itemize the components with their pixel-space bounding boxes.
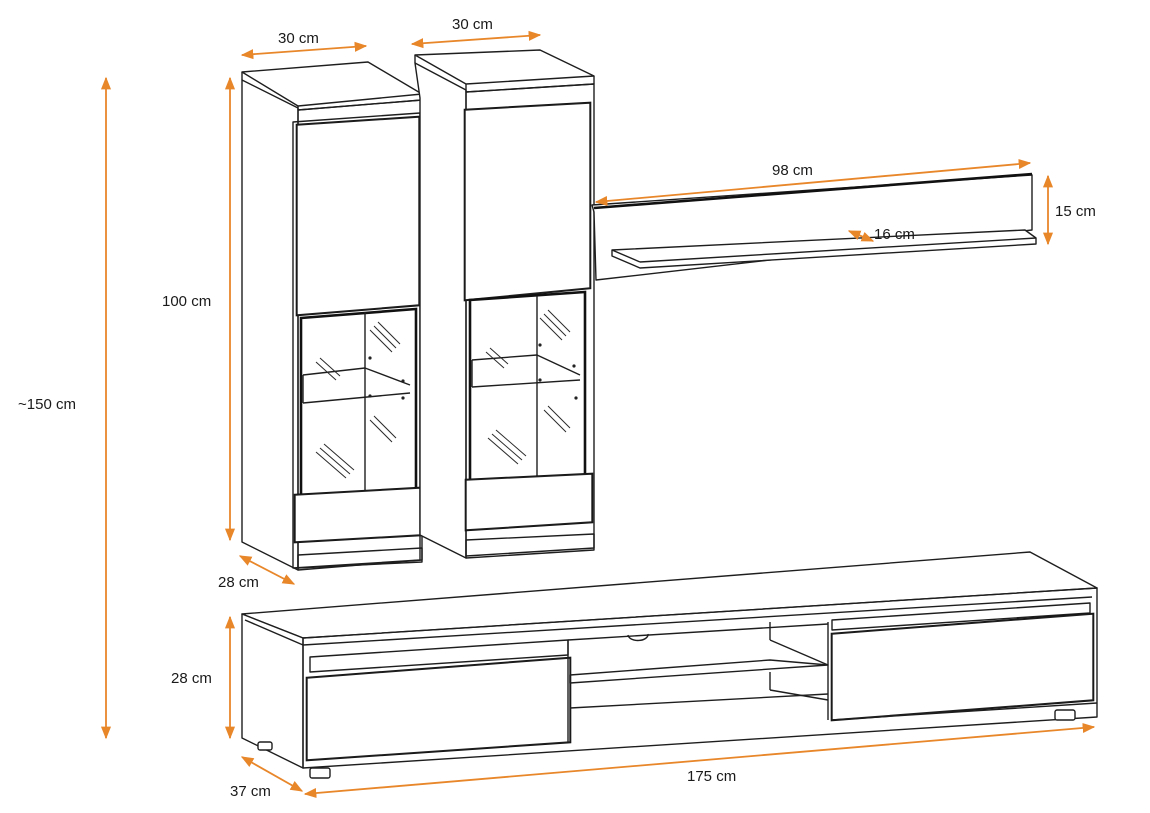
dim-left-width-line (240, 41, 368, 60)
cabinet-depth-label: 28 cm (218, 574, 259, 591)
left-cabinet-width-label: 30 cm (278, 30, 319, 47)
tv-stand (241, 551, 1098, 779)
cabinet-height-label: 100 cm (162, 293, 211, 310)
dimension-lines (100, 30, 1096, 799)
right-display-cabinet (414, 49, 595, 559)
shelf-height-label: 15 cm (1055, 203, 1096, 220)
left-display-cabinet (241, 61, 423, 571)
dim-right-width-line (410, 30, 542, 49)
tv-unit-width-label: 175 cm (687, 768, 736, 785)
shelf-depth-label: 16 cm (874, 226, 915, 243)
tv-unit-height-label: 28 cm (171, 670, 212, 687)
shelf-width-label: 98 cm (772, 162, 813, 179)
dim-tv-width-line (303, 722, 1096, 799)
total-height-label: ~150 cm (18, 396, 76, 413)
dim-shelf-depth-line (847, 230, 875, 242)
right-cabinet-width-label: 30 cm (452, 16, 493, 33)
dim-cabinet-depth-line (238, 555, 296, 585)
tv-unit-depth-label: 37 cm (230, 783, 271, 800)
dim-shelf-width-line (594, 158, 1032, 207)
dimension-labels: ~150 cm 100 cm 30 cm 30 cm 28 cm 98 cm 1… (18, 16, 1096, 800)
wall-shelf (591, 172, 1037, 281)
dim-tv-depth-line (240, 756, 304, 792)
